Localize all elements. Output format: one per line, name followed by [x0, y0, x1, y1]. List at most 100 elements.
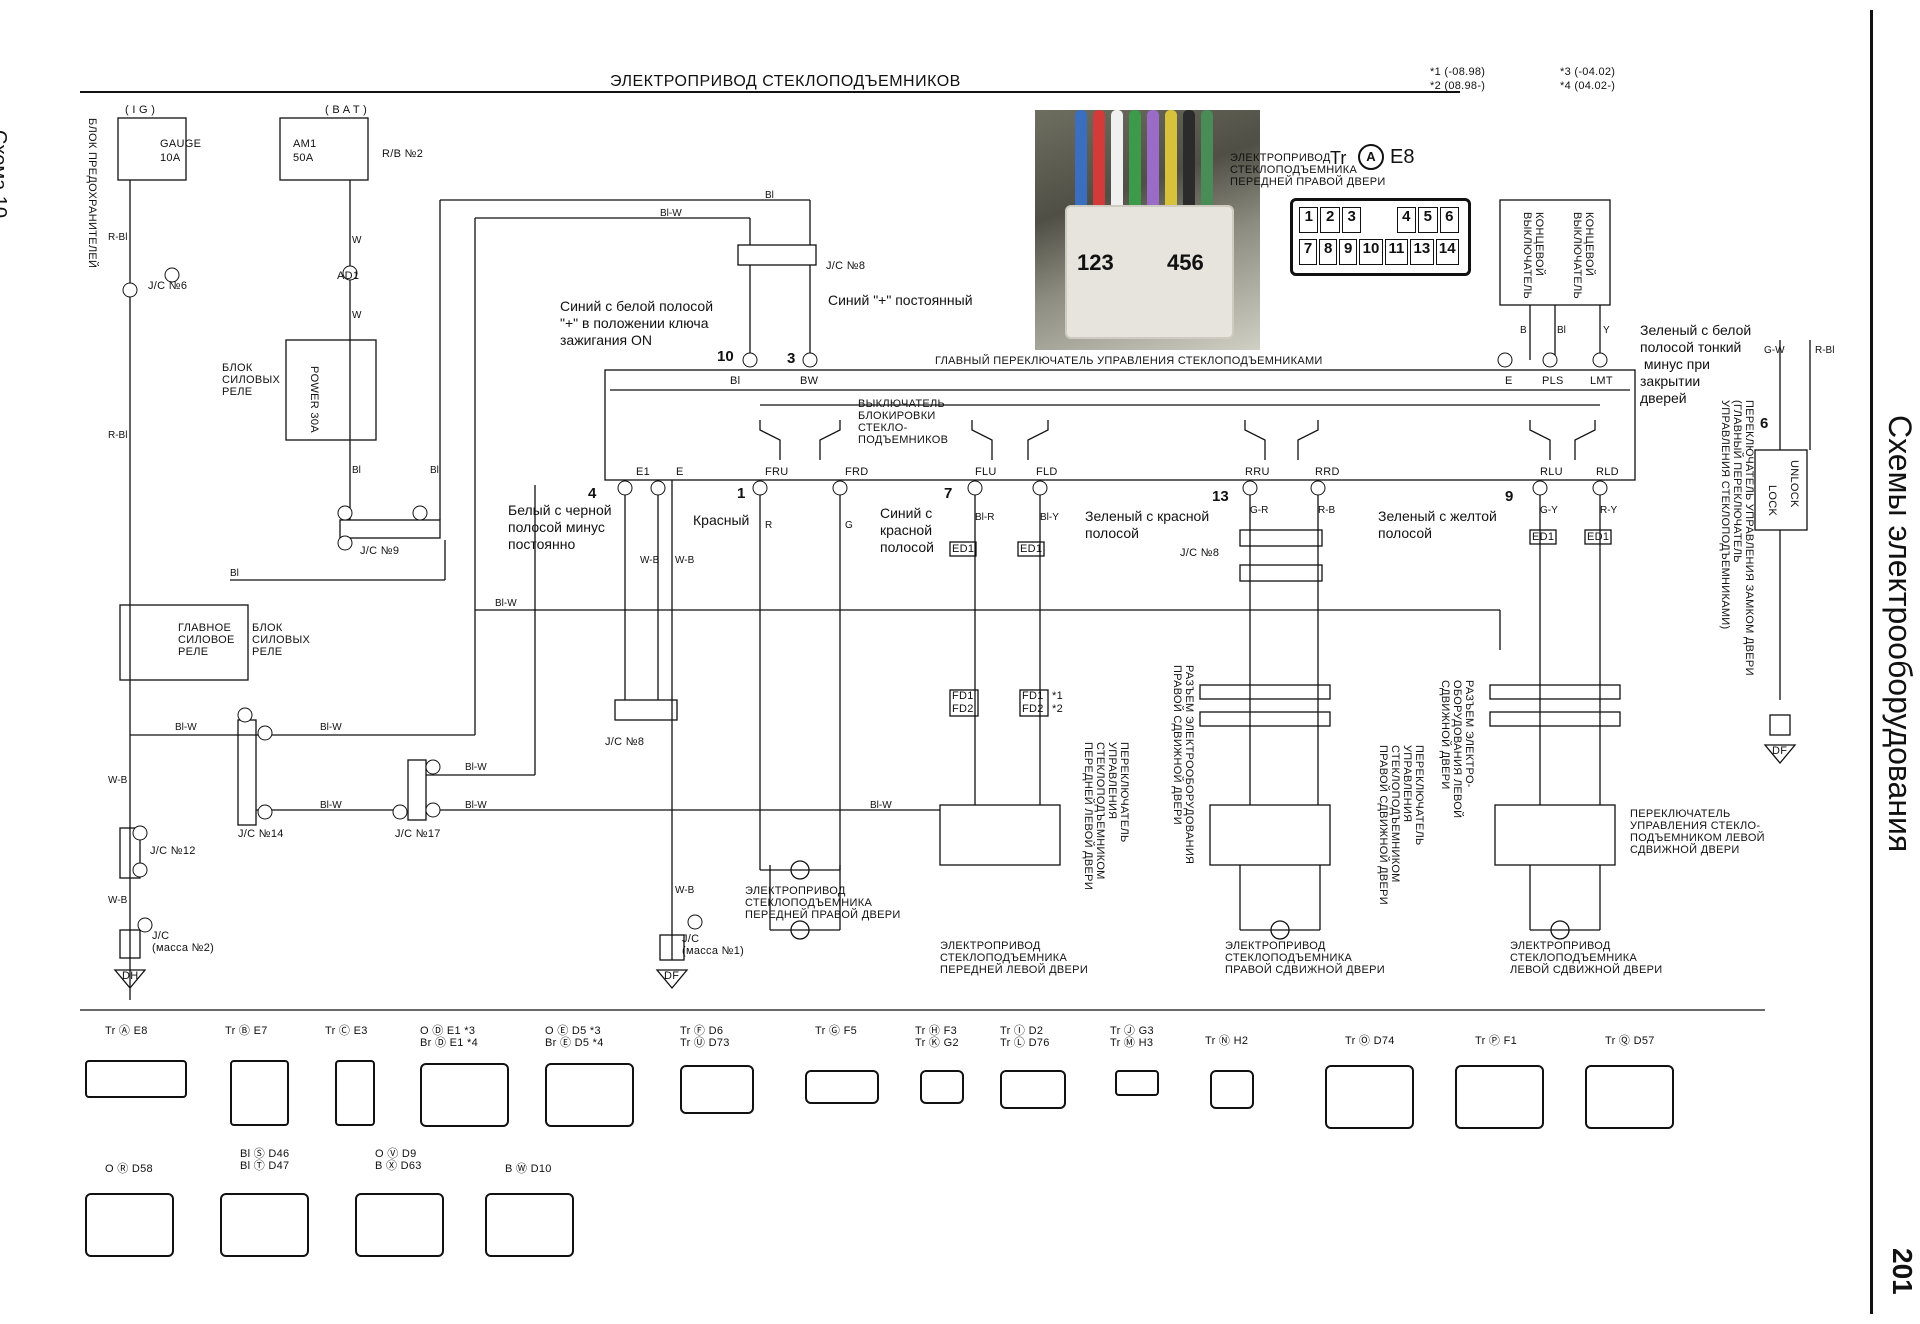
catalogue-item: Tr Ⓠ D57	[1585, 1025, 1685, 1140]
catalogue-label: Tr Ⓘ D2 Tr Ⓛ D76	[1000, 1025, 1050, 1049]
connector-shape	[85, 1193, 174, 1257]
pin-label-13: 13	[1212, 488, 1229, 505]
connector-photo: 123 456	[1035, 110, 1260, 350]
wire-strand	[1183, 110, 1195, 230]
main-terminal-rld: RLD	[1596, 466, 1619, 478]
wire-bl-3: Bl	[230, 568, 239, 579]
pin-label-7: 7	[944, 485, 953, 502]
main-terminal-e: E	[676, 466, 684, 478]
wire-b-1: B	[1520, 325, 1527, 336]
wire-blw-6: Bl-W	[465, 762, 487, 773]
main-terminal-flu: FLU	[975, 466, 997, 478]
connector-prefix: Tr	[1330, 148, 1347, 168]
unlock-label: UNLOCK	[1788, 460, 1800, 508]
gauge-label: GAUGE	[160, 138, 202, 150]
pin-3: 3	[1341, 207, 1362, 233]
catalogue-item: Tr Ⓟ F1	[1455, 1025, 1555, 1140]
wire-g-1: G	[845, 520, 853, 531]
pin-7: 7	[1299, 239, 1318, 265]
note-green-white: Зеленый с белой полосой тонкий минус при…	[1640, 322, 1752, 406]
wire-wb-5: W-B	[675, 885, 695, 896]
ground-df-right: DF	[1772, 745, 1788, 757]
connector-shape	[1115, 1070, 1159, 1096]
fd-note-1: *1	[1052, 690, 1063, 702]
catalogue-item: Tr Ⓞ D74	[1325, 1025, 1425, 1140]
note-white-black: Белый с черной полосой минус постоянно	[508, 502, 612, 552]
main-terminal-e1: E1	[636, 466, 651, 478]
jc14-label: J/C №14	[238, 828, 284, 840]
connector-letter-a-icon: A	[1358, 144, 1384, 170]
wire-ry-1: R-Y	[1600, 505, 1618, 516]
pin-row-2: 7 8 9 10 11 13 14	[1299, 239, 1459, 265]
jc9-label: J/C №9	[360, 545, 400, 557]
wire-strand	[1129, 110, 1141, 230]
connector-shape	[335, 1060, 375, 1126]
photo-pins-right: 456	[1167, 250, 1204, 275]
main-terminal-bl: Bl	[730, 375, 741, 387]
connector-shape	[355, 1193, 444, 1257]
pin-label-10: 10	[717, 348, 734, 365]
catalogue-item: Tr Ⓕ D6 Tr Ⓤ D73	[680, 1025, 780, 1140]
connector-shape	[680, 1065, 754, 1114]
main-terminal-fru: FRU	[765, 466, 789, 478]
catalogue-label: Tr Ⓗ F3 Tr Ⓚ G2	[915, 1025, 959, 1049]
wire-blw-4: Bl-W	[320, 722, 342, 733]
pin-gap	[1363, 207, 1394, 233]
wire-bly-1: Bl-Y	[1040, 512, 1059, 523]
ground-dh: DH	[122, 970, 139, 982]
main-switch-label: ГЛАВНЫЙ ПЕРЕКЛЮЧАТЕЛЬ УПРАВЛЕНИЯ СТЕКЛОП…	[935, 355, 1323, 367]
wire-blw-8: Bl-W	[870, 800, 892, 811]
main-terminal-frd: FRD	[845, 466, 869, 478]
catalogue-label: O Ⓡ D58	[105, 1163, 153, 1175]
photo-pins-left: 123	[1077, 250, 1114, 275]
note-2: *2 (08.98-)	[1430, 80, 1486, 92]
catalogue-item: Tr Ⓝ H2	[1205, 1025, 1275, 1140]
pin-label-9: 9	[1505, 488, 1514, 505]
catalogue-item: Tr Ⓒ E3	[325, 1025, 395, 1140]
limit-switch-1-label: КОНЦЕВОЙ ВЫКЛЮЧАТЕЛЬ	[1521, 212, 1545, 300]
pin-14: 14	[1435, 239, 1459, 265]
connector-shape	[545, 1063, 634, 1127]
right-slide-conn-label: РАЗЪЕМ ЭЛЕКТРООБОРУДОВАНИЯ ПРАВОЙ СДВИЖН…	[1171, 665, 1195, 865]
catalogue-item: Bl Ⓢ D46 Bl Ⓣ D47	[220, 1148, 330, 1268]
catalogue-item: O Ⓡ D58	[85, 1148, 195, 1268]
lock-label: LOCK	[1766, 485, 1778, 517]
connector-shape	[420, 1063, 509, 1127]
wire-y-1: Y	[1603, 325, 1610, 336]
pin-label-1: 1	[737, 485, 746, 502]
catalogue-label: Tr Ⓟ F1	[1475, 1035, 1518, 1047]
catalogue-label: B Ⓦ D10	[505, 1163, 552, 1175]
connector-shape	[1585, 1065, 1674, 1129]
pin-8: 8	[1319, 239, 1338, 265]
wire-blw-5: Bl-W	[320, 800, 342, 811]
wire-strand	[1201, 110, 1213, 230]
catalogue-label: Tr Ⓐ E8	[105, 1025, 148, 1037]
connector-shape	[1325, 1065, 1414, 1129]
fuse-block-label: БЛОК ПРЕДОХРАНИТЕЛЕЙ	[86, 118, 98, 269]
connector-shape	[920, 1070, 964, 1104]
connector-shape	[1000, 1070, 1066, 1109]
pin-6: 6	[1439, 207, 1459, 233]
wire-blw-3: Bl-W	[175, 722, 197, 733]
wire-strand	[1093, 110, 1105, 230]
wire-blw-2: Bl-W	[495, 598, 517, 609]
connector-pinout: 1 2 3 4 5 6 7 8 9 10 11 13 14	[1290, 198, 1471, 276]
jc12-label: J/C №12	[150, 845, 196, 857]
wire-rbl-3: R-Bl	[1815, 345, 1835, 356]
main-terminal-fld: FLD	[1036, 466, 1058, 478]
limit-switch-2-label: КОНЦЕВОЙ ВЫКЛЮЧАТЕЛЬ	[1571, 212, 1595, 300]
catalogue-item: Tr Ⓙ G3 Tr Ⓜ H3	[1110, 1025, 1190, 1140]
fd2-connector-1: FD2	[952, 703, 974, 715]
wire-blw-7: Bl-W	[465, 800, 487, 811]
wire-bl-4: Bl	[430, 465, 439, 476]
wire-strand	[1165, 110, 1177, 230]
main-terminal-e2: E	[1505, 375, 1513, 387]
am1-amp: 50A	[293, 152, 314, 164]
connector-shape	[1210, 1070, 1254, 1109]
note-blue-plus: Синий "+" постоянный	[828, 292, 973, 308]
catalogue-label: Tr Ⓑ E7	[225, 1025, 268, 1037]
catalogue-item: O Ⓓ E1 *3 Br Ⓓ E1 *4	[420, 1025, 540, 1140]
pin-label-4: 4	[588, 485, 597, 502]
right-slide-motor-label: ЭЛЕКТРОПРИВОД СТЕКЛОПОДЪЕМНИКА ПРАВОЙ СД…	[1225, 940, 1386, 976]
door-lock-switch-label: ПЕРЕКЛЮЧАТЕЛЬ УПРАВЛЕНИЯ ЗАМКОМ ДВЕРИ (Г…	[1719, 400, 1755, 676]
